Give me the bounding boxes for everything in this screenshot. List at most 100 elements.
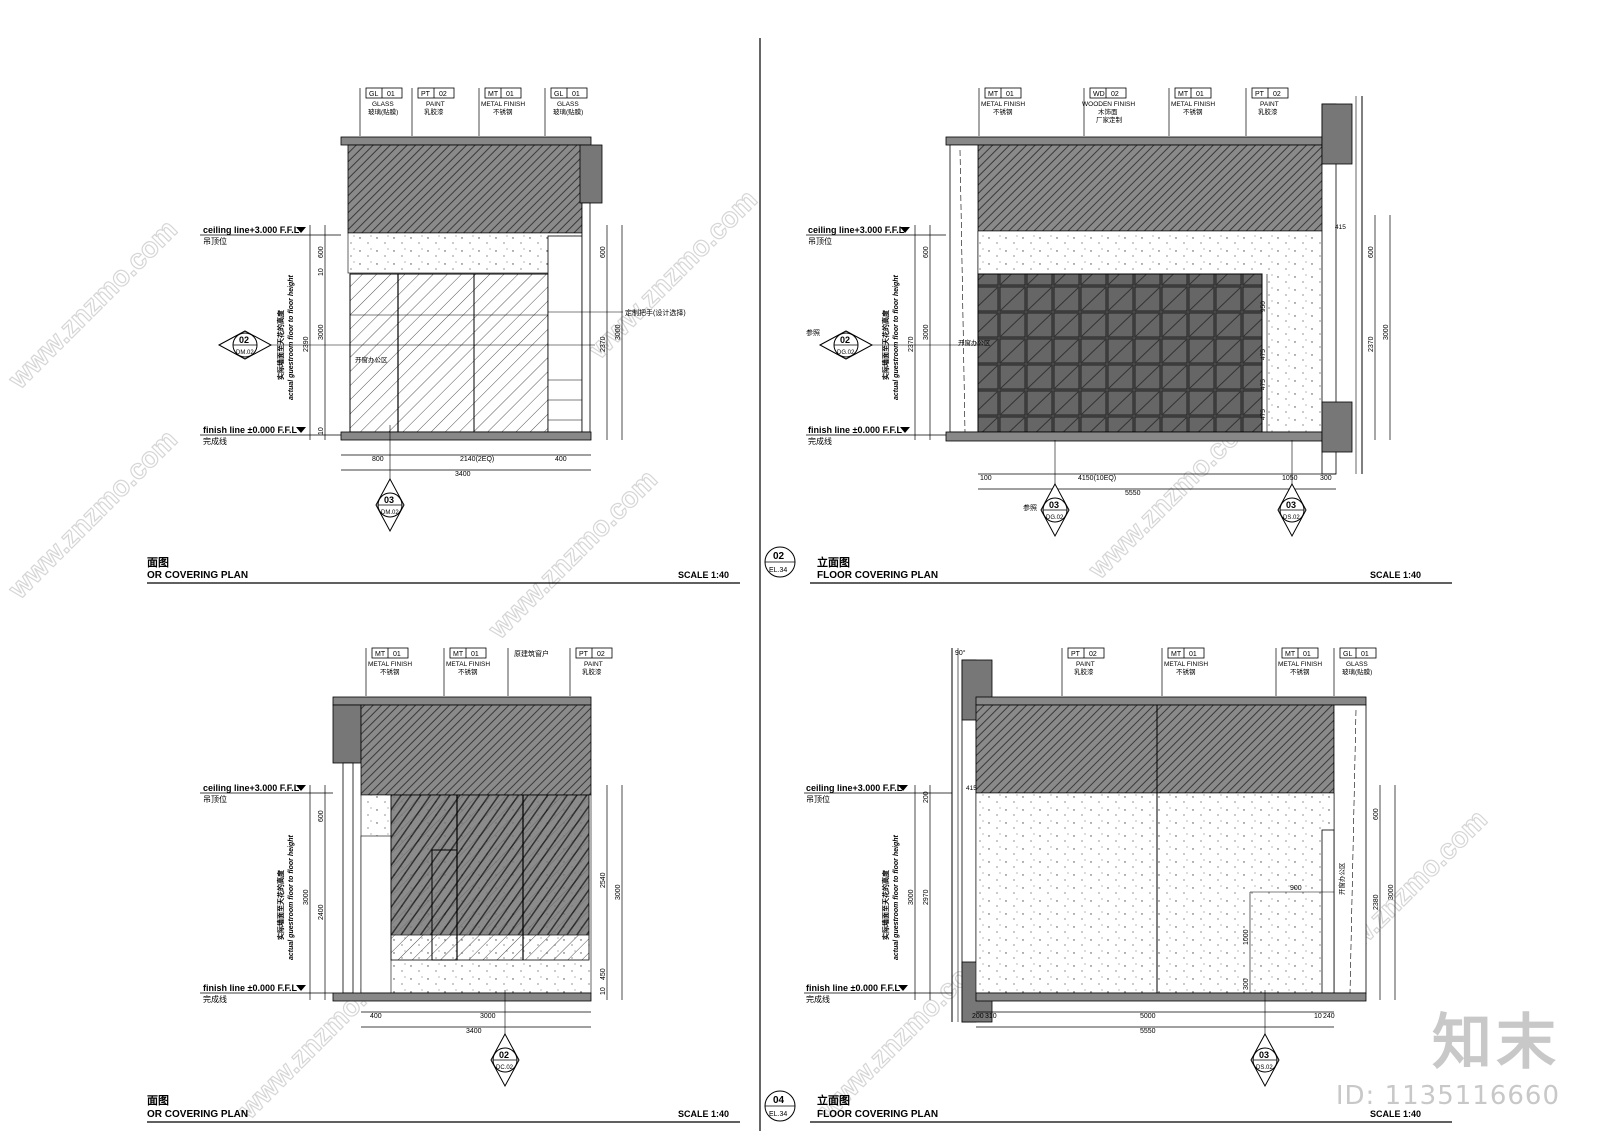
svg-text:3000: 3000 xyxy=(615,324,622,340)
svg-text:PAINT: PAINT xyxy=(1260,101,1279,108)
svg-text:1050: 1050 xyxy=(1282,475,1298,482)
svg-text:2370: 2370 xyxy=(908,336,915,352)
svg-text:3000: 3000 xyxy=(615,884,622,900)
panel-scale: SCALE 1:40 xyxy=(678,1109,729,1119)
svg-text:完成线: 完成线 xyxy=(806,994,830,1004)
svg-text:不锈钢: 不锈钢 xyxy=(1183,107,1203,116)
svg-text:METAL FINISH: METAL FINISH xyxy=(446,661,490,668)
watermark-id: ID: 1135116660 xyxy=(1335,1081,1560,1111)
panel-title-cn: 面图 xyxy=(147,556,169,569)
section-callout: 03 DS.02 xyxy=(1277,440,1307,538)
svg-text:吊顶位: 吊顶位 xyxy=(806,794,830,804)
svg-text:实际墙面至天花的高度: 实际墙面至天花的高度 xyxy=(276,309,285,380)
finish-level-label: finish line ±0.000 F.F.L xyxy=(808,425,902,435)
svg-text:4150(10EQ): 4150(10EQ) xyxy=(1078,475,1116,482)
svg-text:MT: MT xyxy=(1178,91,1189,98)
svg-text:参照: 参照 xyxy=(806,328,820,337)
svg-text:600: 600 xyxy=(1373,808,1380,820)
svg-text:600: 600 xyxy=(923,246,930,258)
svg-text:METAL FINISH: METAL FINISH xyxy=(1171,101,1215,108)
svg-text:GL: GL xyxy=(369,91,378,98)
elevation-panel-3: MT 01 METAL FINISH 不锈钢 MT 01 METAL FINIS… xyxy=(147,647,740,1123)
svg-text:02: 02 xyxy=(499,1050,509,1060)
svg-text:DS.02: DS.02 xyxy=(1256,1065,1273,1071)
svg-text:240: 240 xyxy=(1323,1013,1335,1020)
svg-text:3400: 3400 xyxy=(455,471,471,478)
svg-text:MT: MT xyxy=(1171,651,1182,658)
svg-text:10: 10 xyxy=(318,427,325,435)
svg-text:03: 03 xyxy=(1259,1050,1269,1060)
svg-text:300: 300 xyxy=(1320,475,1332,482)
svg-text:玻璃(贴膜): 玻璃(贴膜) xyxy=(553,107,583,116)
svg-text:实际墙面至天花的高度: 实际墙面至天花的高度 xyxy=(276,869,285,940)
material-tag: PT 02 PAINT 乳胶漆 xyxy=(1061,647,1105,696)
svg-text:415: 415 xyxy=(1335,224,1346,231)
svg-text:300: 300 xyxy=(1243,978,1250,990)
svg-text:MT: MT xyxy=(488,91,499,98)
svg-text:实际墙面至天花的高度: 实际墙面至天花的高度 xyxy=(881,309,890,380)
svg-text:不锈钢: 不锈钢 xyxy=(1290,667,1310,676)
material-tag: MT 01 METAL FINISH 不锈钢 xyxy=(978,87,1025,136)
svg-text:PAINT: PAINT xyxy=(584,661,603,668)
panel-title-en: FLOOR COVERING PLAN xyxy=(817,1109,938,1120)
svg-text:02: 02 xyxy=(597,651,605,658)
svg-text:actual guestroom floor to floo: actual guestroom floor to floor height xyxy=(288,275,295,401)
panel-scale: SCALE 1:40 xyxy=(678,570,729,580)
svg-text:actual guestroom floor to floo: actual guestroom floor to floor height xyxy=(893,835,900,961)
finish-level-label: finish line ±0.000 F.F.L xyxy=(203,983,297,993)
svg-text:400: 400 xyxy=(370,1013,382,1020)
material-tag: PT 02 PAINT 乳胶漆 xyxy=(569,647,613,696)
svg-text:WOODEN FINISH: WOODEN FINISH xyxy=(1082,101,1135,108)
svg-text:01: 01 xyxy=(1006,91,1014,98)
material-tag: PT 02 PAINT 乳胶漆 xyxy=(1245,87,1289,136)
svg-text:200: 200 xyxy=(923,791,930,803)
svg-text:100: 100 xyxy=(980,475,992,482)
panel-title-en: OR COVERING PLAN xyxy=(147,570,248,581)
svg-text:完成线: 完成线 xyxy=(203,994,227,1004)
svg-text:乳胶漆: 乳胶漆 xyxy=(1258,107,1278,116)
svg-text:2970: 2970 xyxy=(923,889,930,905)
elevation-panel-1: GL 01 GLASS 玻璃(贴膜) PT 02 PAINT 乳胶漆 MT 01 xyxy=(147,87,740,584)
svg-text:2540: 2540 xyxy=(600,872,607,888)
svg-text:200: 200 xyxy=(972,1013,984,1020)
section-callout: 02 DM.02 xyxy=(217,330,595,360)
svg-text:原建筑窗户: 原建筑窗户 xyxy=(514,649,549,658)
svg-text:400: 400 xyxy=(555,456,567,463)
svg-text:475: 475 xyxy=(1260,409,1267,420)
panel-title-cn: 面图 xyxy=(147,1094,169,1107)
panel-title-en: FLOOR COVERING PLAN xyxy=(817,570,938,581)
svg-text:吊顶位: 吊顶位 xyxy=(203,236,227,246)
svg-text:3000: 3000 xyxy=(923,324,930,340)
svg-text:GLASS: GLASS xyxy=(1346,661,1368,668)
svg-text:DM.02: DM.02 xyxy=(236,350,254,356)
panel-scale: SCALE 1:40 xyxy=(1370,570,1421,580)
svg-text:乳胶漆: 乳胶漆 xyxy=(424,107,444,116)
svg-text:2370: 2370 xyxy=(600,336,607,352)
ceiling-level-label: ceiling line+3.000 F.F.L xyxy=(806,783,903,793)
ceiling-level-label: ceiling line+3.000 F.F.L xyxy=(808,225,905,235)
svg-text:02: 02 xyxy=(1089,651,1097,658)
svg-text:03: 03 xyxy=(1286,500,1296,510)
svg-text:2370: 2370 xyxy=(1368,336,1375,352)
svg-text:吊顶位: 吊顶位 xyxy=(203,794,227,804)
svg-text:DC.02: DC.02 xyxy=(496,1065,514,1071)
material-tag: MT 01 METAL FINISH 不锈钢 xyxy=(478,87,525,136)
svg-text:600: 600 xyxy=(318,810,325,822)
svg-text:01: 01 xyxy=(1361,651,1369,658)
svg-text:3400: 3400 xyxy=(466,1028,482,1035)
elevation-panel-4: PT 02 PAINT 乳胶漆 MT 01 METAL FINISH 不锈钢 M… xyxy=(764,647,1452,1123)
svg-text:参照: 参照 xyxy=(1023,503,1037,512)
material-tag: MT 01 METAL FINISH 不锈钢 xyxy=(1168,87,1215,136)
section-callout: 03 DS.02 xyxy=(1250,990,1280,1088)
svg-text:PAINT: PAINT xyxy=(426,101,445,108)
material-tag: MT 01 METAL FINISH 不锈钢 xyxy=(365,647,412,696)
svg-text:PT: PT xyxy=(1255,91,1265,98)
material-tags: PT 02 PAINT 乳胶漆 MT 01 METAL FINISH 不锈钢 M… xyxy=(1061,647,1377,696)
svg-text:METAL FINISH: METAL FINISH xyxy=(981,101,1025,108)
watermark-text: www.znzmo.com xyxy=(2,214,183,395)
svg-text:METAL FINISH: METAL FINISH xyxy=(368,661,412,668)
elevation-panel-2: MT 01 METAL FINISH 不锈钢 WD 02 WOODEN FINI… xyxy=(764,87,1452,584)
svg-text:完成线: 完成线 xyxy=(808,436,832,446)
section-callout: 03 DG.02 参照 xyxy=(1023,440,1070,538)
